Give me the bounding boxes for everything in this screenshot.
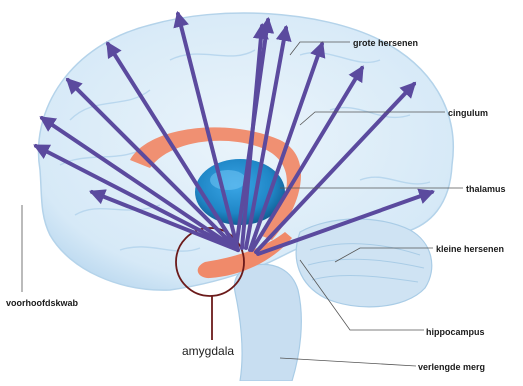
label-cingulum: cingulum (448, 108, 488, 118)
label-amygdala: amygdala (182, 344, 234, 358)
label-grote-hersenen: grote hersenen (353, 38, 418, 48)
label-voorhoofdskwab: voorhoofdskwab (6, 298, 78, 308)
label-kleine-hersenen: kleine hersenen (436, 244, 504, 254)
thalamus-highlight (210, 170, 246, 190)
label-verlengde-merg: verlengde merg (418, 362, 485, 372)
brainstem-shape (234, 264, 301, 381)
label-hippocampus: hippocampus (426, 327, 485, 337)
label-thalamus: thalamus (466, 184, 506, 194)
